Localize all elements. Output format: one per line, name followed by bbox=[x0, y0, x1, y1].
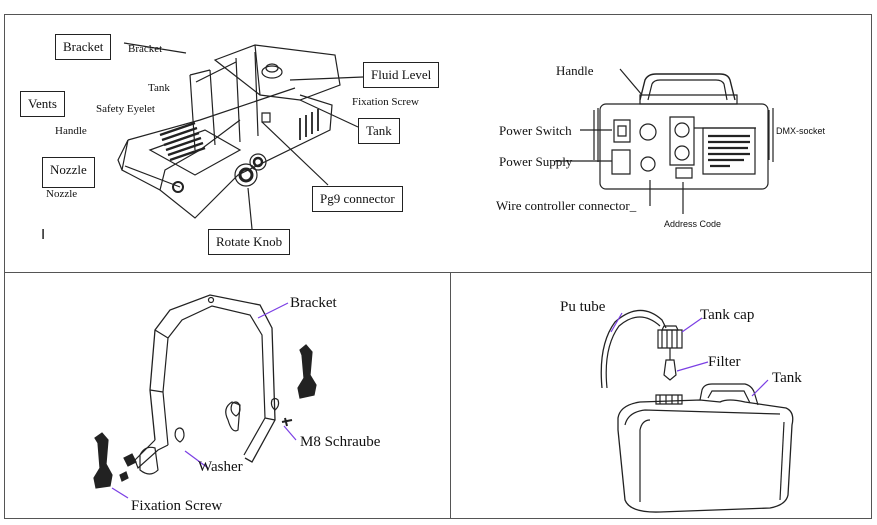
fluid-level-label-box: Fluid Level bbox=[363, 62, 440, 88]
tank-part-label: Tank bbox=[772, 370, 802, 386]
filter-label: Filter bbox=[708, 354, 741, 370]
pg9-connector-label-box: Pg9 connector bbox=[312, 186, 403, 212]
back-handle-label: Handle bbox=[556, 63, 594, 78]
text-cursor-mark: I bbox=[41, 226, 46, 243]
fixation-screw-label: Fixation Screw bbox=[352, 96, 419, 108]
bracket-label: Bracket bbox=[128, 43, 163, 55]
fixation-screw-part-label: Fixation Screw bbox=[131, 498, 223, 514]
wire-controller-connector-label: Wire controller connector_ bbox=[496, 198, 637, 213]
m8-schraube-label: M8 Schraube bbox=[300, 434, 381, 450]
power-supply-label: Power Supply bbox=[499, 154, 573, 169]
tank-drawing bbox=[601, 310, 793, 512]
panel-divider-horizontal bbox=[4, 272, 872, 273]
panel-divider-vertical bbox=[450, 273, 451, 519]
safety-eyelet-label: Safety Eyelet bbox=[96, 103, 155, 115]
nozzle-label: Nozzle bbox=[46, 188, 78, 200]
handle-label: Handle bbox=[55, 125, 87, 137]
address-code-label: Address Code bbox=[664, 219, 722, 229]
dmx-socket-label: DMX-socket bbox=[776, 126, 826, 136]
power-switch-label: Power Switch bbox=[499, 123, 572, 138]
rotate-knob-label-box: Rotate Knob bbox=[208, 229, 291, 255]
bracket-drawing bbox=[94, 295, 316, 498]
tank-label: Tank bbox=[148, 82, 170, 94]
diagram-frame bbox=[4, 14, 872, 519]
bracket-label-box: Bracket bbox=[55, 34, 112, 60]
nozzle-label-box: Nozzle bbox=[42, 157, 95, 188]
bracket-part-label: Bracket bbox=[290, 295, 337, 311]
vents-label-box: Vents bbox=[20, 91, 65, 117]
back-panel-drawing bbox=[555, 69, 773, 214]
tank-label-box: Tank bbox=[358, 118, 400, 144]
tank-cap-label: Tank cap bbox=[700, 307, 755, 323]
washer-label: Washer bbox=[198, 459, 243, 475]
pu-tube-label: Pu tube bbox=[560, 299, 606, 315]
machine-drawing bbox=[118, 43, 363, 229]
